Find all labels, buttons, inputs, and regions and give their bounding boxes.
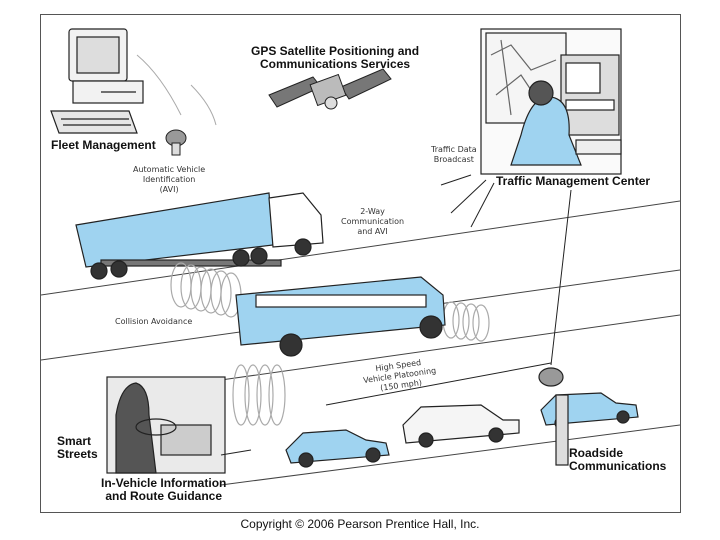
avi-label-line2: Identification [142, 175, 196, 184]
smart-streets-label: Smart Streets [57, 435, 98, 461]
platoon-signal-icon [232, 364, 286, 426]
avi-dish-icon [165, 129, 187, 156]
roadside-line1: Roadside [569, 446, 624, 460]
collision-signal-icon [170, 262, 490, 342]
fleet-management-label: Fleet Management [51, 138, 156, 152]
signal-lines [136, 54, 217, 126]
smart-streets-line1: Smart [57, 434, 92, 448]
car-blue-icon [285, 429, 390, 468]
traffic-management-center-label: Traffic Management Center [496, 174, 651, 188]
satellite-icon [268, 68, 392, 110]
in-vehicle-label: In-Vehicle Information and Route Guidanc… [101, 477, 226, 503]
in-vehicle-icon [106, 376, 226, 474]
roadside-antenna-icon [538, 367, 569, 466]
fleet-computer-icon [50, 28, 144, 134]
roadside-communications-label: Roadside Communications [569, 447, 666, 473]
in-vehicle-line1: In-Vehicle Information [101, 476, 227, 490]
bus-icon [235, 276, 446, 357]
copyright-footer: Copyright © 2006 Pearson Prentice Hall, … [240, 517, 480, 531]
traffic-data-line2: Broadcast [433, 155, 474, 164]
road-lines [41, 200, 680, 486]
diagram-frame: GPS Satellite Positioning and Communicat… [40, 14, 681, 513]
avi-label-line3: (AVI) [159, 185, 179, 194]
truck-icon [75, 192, 324, 280]
gps-label: GPS Satellite Positioning and Communicat… [251, 45, 419, 71]
car-gray-icon [402, 404, 520, 448]
diagram-canvas [41, 28, 680, 486]
gps-label-line1: GPS Satellite Positioning and [251, 44, 420, 58]
collision-avoidance-label: Collision Avoidance [115, 317, 193, 326]
two-way-line2: Communication [341, 217, 405, 226]
traffic-data-line1: Traffic Data [431, 145, 477, 154]
smart-streets-line2: Streets [57, 447, 98, 461]
two-way-line3: and AVI [357, 227, 388, 236]
two-way-line1: 2-Way [360, 207, 385, 216]
traffic-data-label: Traffic Data Broadcast [431, 145, 477, 165]
avi-label-line1: Automatic Vehicle [133, 165, 206, 174]
connection-arrows [220, 174, 572, 456]
in-vehicle-line2: and Route Guidance [105, 489, 223, 503]
two-way-label: 2-Way Communication and AVI [341, 207, 404, 237]
gps-label-line2: Communications Services [259, 57, 411, 71]
avi-label: Automatic Vehicle Identification (AVI) [133, 165, 205, 195]
roadside-line2: Communications [569, 459, 667, 473]
traffic-center-icon [480, 28, 622, 175]
